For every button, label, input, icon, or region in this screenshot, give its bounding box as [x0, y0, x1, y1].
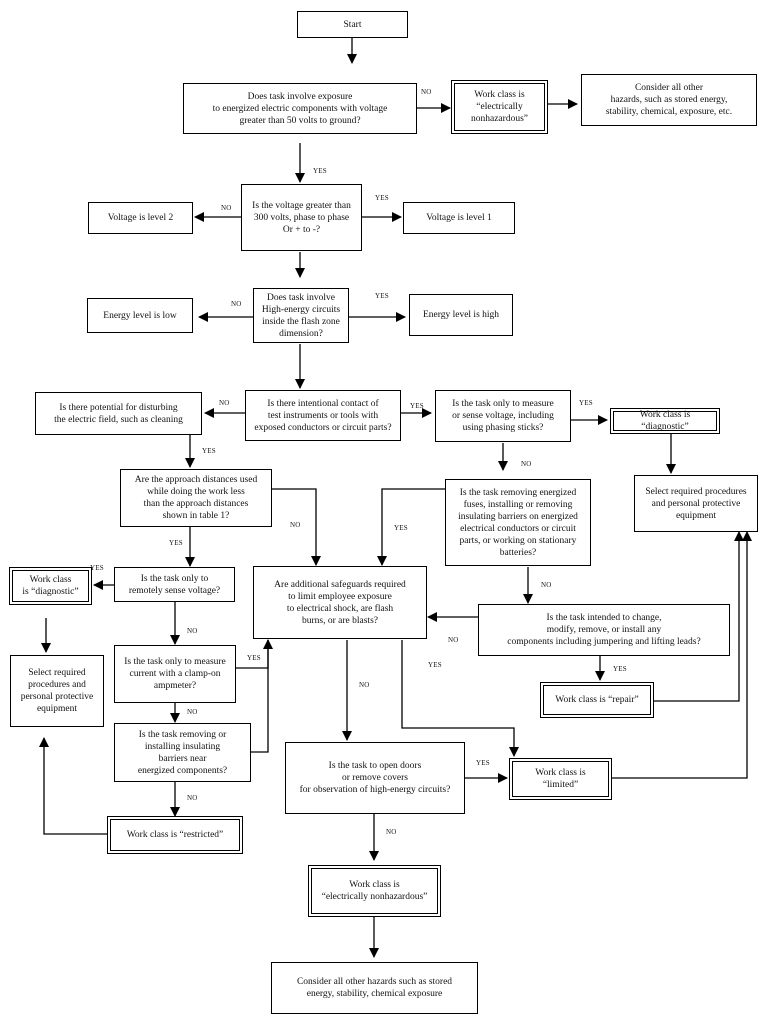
work-class-diagnostic-left: Work class is “diagnostic” [9, 567, 92, 605]
question-exposure: Does task involve exposure to energized … [183, 83, 417, 134]
label-yes: YES [375, 292, 389, 300]
question-clamp-on: Is the task only to measure current with… [114, 645, 236, 703]
question-open-doors: Is the task to open doors or remove cove… [285, 742, 465, 814]
label-yes: YES [313, 167, 327, 175]
arrow-safeguards-yes [401, 640, 519, 757]
arrow-repair-select [654, 531, 744, 702]
label-yes: YES [169, 539, 183, 547]
arrow-restricted-select [39, 737, 107, 835]
label-no: NO [187, 708, 198, 716]
energy-level-high: Energy level is high [409, 294, 513, 336]
question-approach-distances: Are the approach distances used while do… [120, 469, 272, 527]
select-procedures-left: Select required procedures and personal … [10, 655, 104, 727]
question-disturb-field: Is there potential for disturbing the el… [35, 392, 202, 435]
energy-level-low: Energy level is low [87, 298, 193, 333]
label-yes: YES [476, 759, 490, 767]
work-class-diagnostic-right: Work class is “diagnostic” [610, 408, 720, 434]
label-yes: YES [410, 402, 424, 410]
label-yes: YES [428, 661, 442, 669]
voltage-level-2: Voltage is level 2 [88, 202, 193, 234]
label-yes: YES [579, 399, 593, 407]
start-node: Start [297, 11, 408, 38]
label-no: NO [521, 460, 532, 468]
arrow-fuses-yes [377, 488, 445, 566]
label-yes: YES [90, 564, 104, 572]
label-yes: YES [394, 524, 408, 532]
select-procedures-right: Select required procedures and personal … [634, 475, 758, 532]
work-class-repair: Work class is “repair” [540, 682, 654, 718]
arrow-limited-select [612, 531, 752, 779]
question-remote-sense: Is the task only to remotely sense volta… [114, 567, 235, 602]
label-no: NO [187, 794, 198, 802]
work-class-nonhazardous-top: Work class is “electrically nonhazardous… [451, 80, 548, 134]
question-energy: Does task involve High-energy circuits i… [253, 288, 349, 343]
consider-hazards-bottom: Consider all other hazards such as store… [271, 962, 478, 1014]
question-intentional-contact: Is there intentional contact of test ins… [245, 390, 401, 441]
question-change-components: Is the task intended to change, modify, … [478, 604, 730, 656]
question-remove-fuses: Is the task removing energized fuses, in… [445, 479, 591, 566]
label-no: NO [221, 204, 232, 212]
label-yes: YES [247, 654, 261, 662]
label-no: NO [219, 399, 230, 407]
arrow-approach-no [272, 488, 321, 566]
label-no: NO [386, 828, 397, 836]
label-no: NO [541, 581, 552, 589]
label-no: NO [231, 300, 242, 308]
label-no: NO [421, 88, 432, 96]
arrow-barriers-yes [251, 640, 269, 753]
label-no: NO [187, 627, 198, 635]
label-no: NO [290, 521, 301, 529]
label-no: NO [359, 681, 370, 689]
question-insulating-barriers: Is the task removing or installing insul… [114, 723, 251, 782]
question-measure-voltage: Is the task only to measure or sense vol… [435, 390, 571, 442]
work-class-restricted: Work class is “restricted” [107, 816, 243, 854]
work-class-nonhazardous-bottom: Work class is “electrically nonhazardous… [308, 865, 441, 917]
consider-hazards-top: Consider all other hazards, such as stor… [581, 74, 757, 126]
label-yes: YES [613, 665, 627, 673]
question-additional-safeguards: Are additional safeguards required to li… [253, 566, 427, 639]
label-yes: YES [375, 194, 389, 202]
question-voltage: Is the voltage greater than 300 volts, p… [241, 184, 362, 251]
label-no: NO [448, 636, 459, 644]
work-class-limited: Work class is “limited” [509, 758, 612, 800]
voltage-level-1: Voltage is level 1 [403, 202, 515, 234]
label-yes: YES [202, 447, 216, 455]
